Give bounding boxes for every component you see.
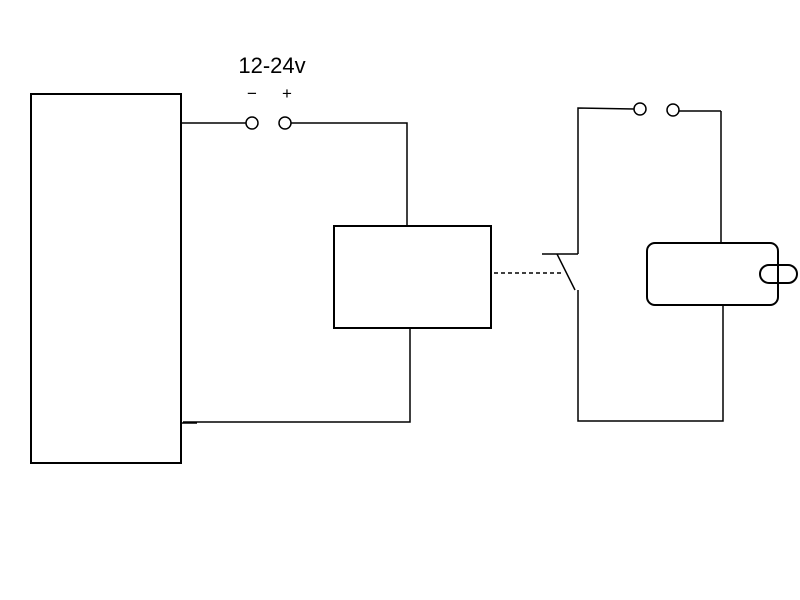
switch-terminal-left	[633, 102, 647, 116]
switch-terminal-right	[666, 103, 680, 117]
positive-terminal-label: +	[282, 84, 292, 103]
negative-terminal-label: −	[247, 84, 257, 103]
switch-blade	[556, 253, 576, 291]
wire-relay-to-controller	[183, 328, 411, 423]
wire-switch-lower	[577, 290, 724, 422]
load-device-body	[646, 242, 779, 306]
relay-coil-box	[333, 225, 492, 329]
positive-terminal	[278, 116, 292, 130]
voltage-label: 12-24v	[238, 53, 305, 78]
negative-terminal	[245, 116, 259, 130]
controller-box	[30, 93, 182, 464]
wire-switch-upper	[577, 107, 635, 254]
load-device-nozzle	[759, 264, 798, 284]
wire-positive-to-relay	[291, 122, 408, 226]
